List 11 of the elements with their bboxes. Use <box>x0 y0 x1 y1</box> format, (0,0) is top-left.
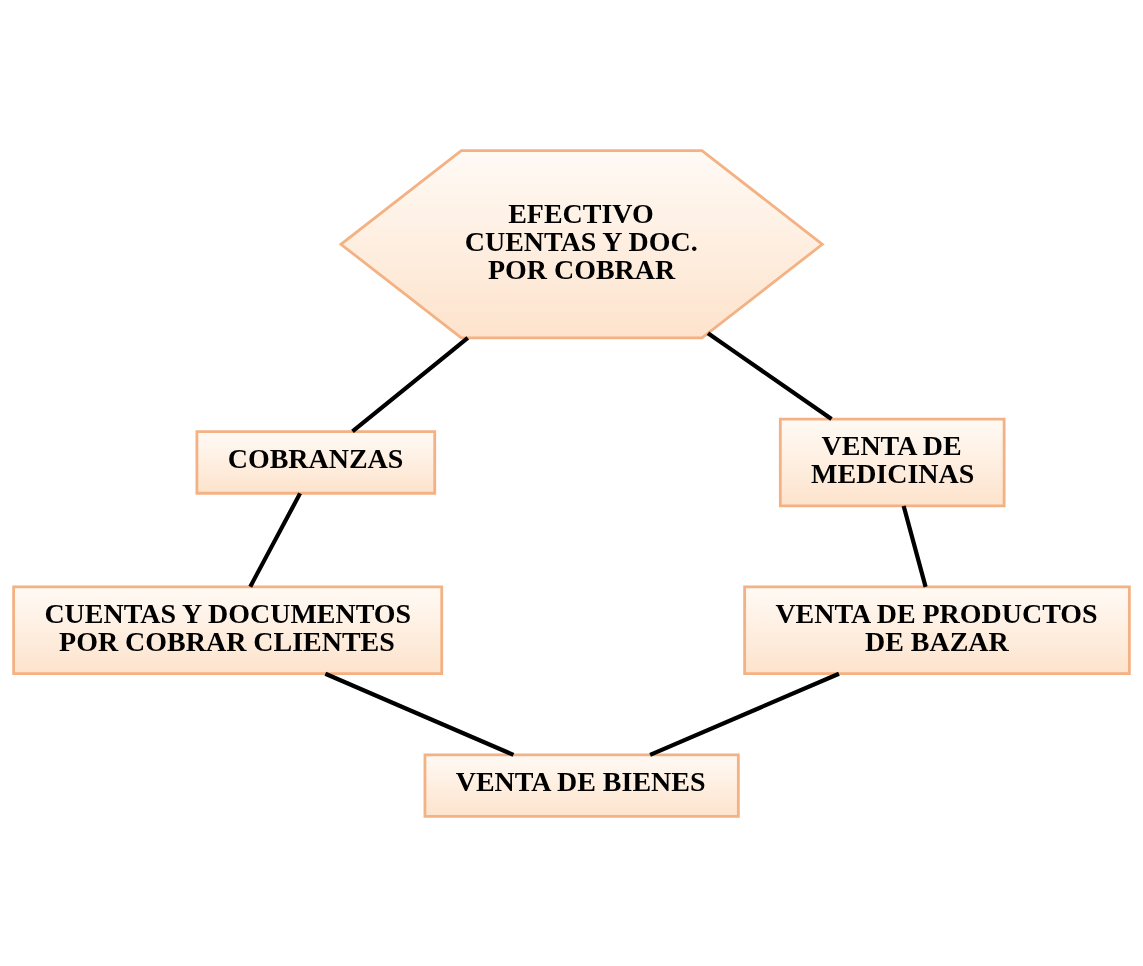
connector <box>901 504 928 587</box>
connector <box>351 335 470 433</box>
connector <box>248 491 302 588</box>
connector <box>706 331 833 421</box>
node-box: VENTA DE MEDICINAS <box>778 417 1006 507</box>
connector <box>649 671 840 757</box>
node-box: COBRANZAS <box>195 429 437 495</box>
connector <box>324 671 515 757</box>
node-box: VENTA DE BIENES <box>423 752 740 818</box>
node-box: CUENTAS Y DOCUMENTOS POR COBRAR CLIENTES <box>12 585 444 675</box>
node-box: VENTA DE PRODUCTOS DE BAZAR <box>743 585 1131 675</box>
